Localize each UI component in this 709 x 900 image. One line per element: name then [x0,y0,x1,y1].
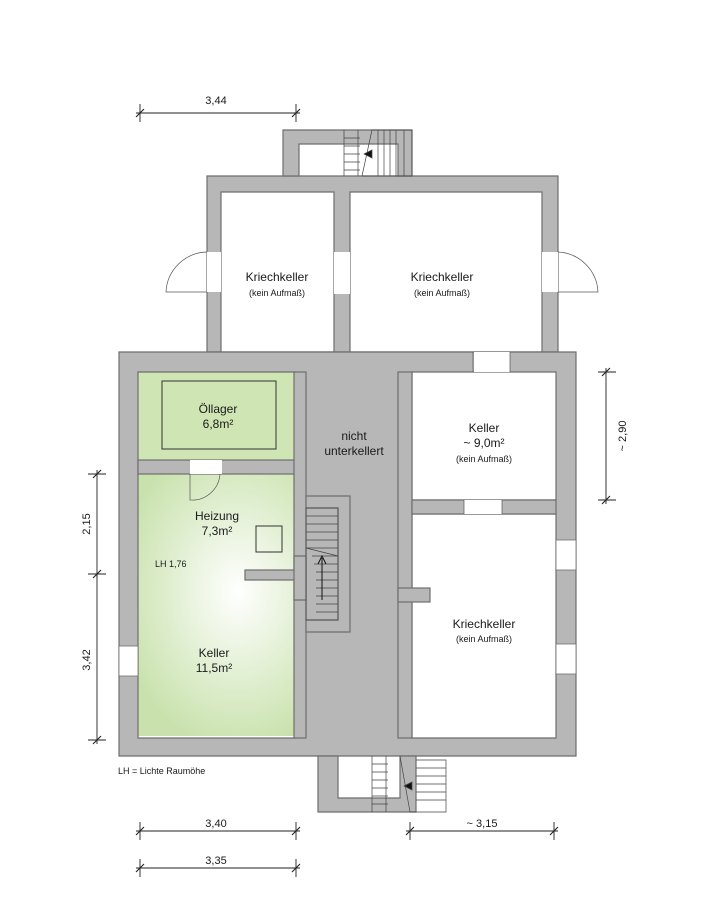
svg-text:3,40: 3,40 [205,818,226,830]
label-nicht: nicht [341,429,367,443]
room-area-keller-main: 11,5m² [196,661,232,675]
room-area-oellager: 6,8m² [203,417,234,431]
room-title-kriechkeller-se: Kriechkeller [453,617,516,631]
pillar-keller [397,587,431,603]
door-swing-east [557,251,599,293]
partition-stair [293,371,307,739]
svg-text:3,44: 3,44 [205,95,226,107]
door-gap-keller-south [464,500,502,514]
window-west-main [118,645,139,677]
dimension-bottom-right: ~ 3,15 [405,818,559,840]
room-title-heizung: Heizung [195,509,239,523]
door-gap-keller-east [474,352,510,372]
dimension-left-upper: 2,15 [81,469,106,579]
label-unterkellert: unterkellert [324,444,384,458]
room-title-oellager: Öllager [199,402,238,416]
room-area-keller-east: ~ 9,0m² [463,436,504,450]
svg-text:~ 2,90: ~ 2,90 [617,421,629,452]
dimension-right: ~ 2,90 [598,367,629,505]
door-swing-heizung [189,473,221,501]
partition-hatch-east [397,371,413,739]
dimension-bottom-left: 3,40 [135,818,301,840]
north-exterior-stairs [343,129,413,177]
window-west-north [207,252,221,292]
interior-stairs [305,507,339,621]
dimension-bottom-lowest: 3,35 [135,855,301,877]
door-gap-north-center [334,252,350,294]
room-sub-kriechkeller-ne: (kein Aufmaß) [414,288,470,298]
room-title-keller-east: Keller [469,421,500,435]
north-wing-walls [206,175,559,353]
stair-lower-step-walls [293,555,307,601]
dimension-left-lower: 3,42 [81,574,106,745]
room-sub-kriechkeller-nw: (kein Aufmaß) [249,288,305,298]
room-title-kriechkeller-ne: Kriechkeller [411,270,474,284]
door-gap-oellager [190,460,222,474]
window-east-lower [555,643,577,675]
svg-text:2,15: 2,15 [81,513,93,534]
window-east-north [542,252,558,292]
svg-text:~ 3,15: ~ 3,15 [467,818,498,830]
legend-lh: LH = Lichte Raumöhe [118,766,205,776]
room-title-keller-main: Keller [199,646,230,660]
north-entrance-walls [282,129,413,177]
room-sub-kriechkeller-se: (kein Aufmaß) [456,634,512,644]
boiler [255,525,283,553]
room-area-heizung: 7,3m² [202,524,233,538]
room-title-kriechkeller-nw: Kriechkeller [246,270,309,284]
oil-tank [161,380,277,450]
dimension-top: 3,44 [135,95,301,122]
door-swing-west [165,251,208,293]
room-sub-keller-east: (kein Aufmaß) [456,454,512,464]
window-east-upper [555,539,577,571]
svg-text:3,42: 3,42 [81,649,93,670]
oellager-room-fill [138,372,294,460]
pillar-heizung [244,569,296,581]
svg-text:3,35: 3,35 [205,855,226,867]
south-exterior-stairs [371,755,447,813]
room-lh-keller-main: LH 1,76 [155,559,187,569]
